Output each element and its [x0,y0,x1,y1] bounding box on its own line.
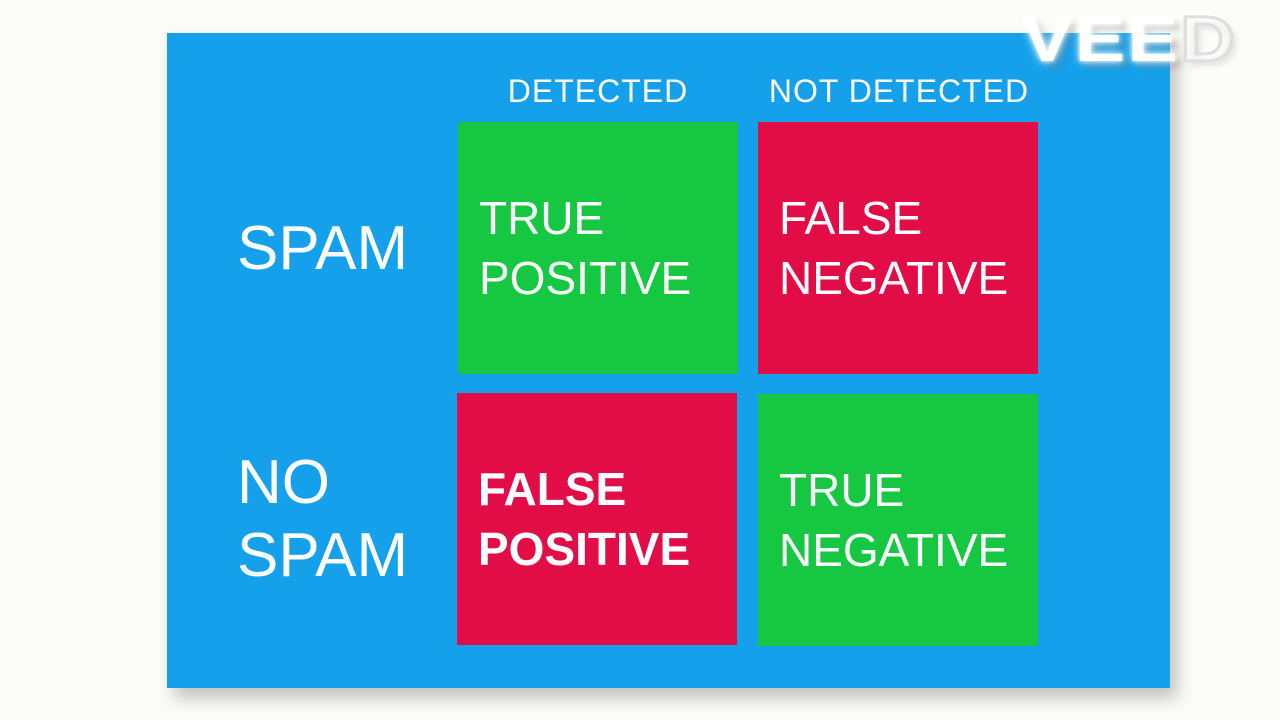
veed-logo-solid-letters: VEE [1022,3,1181,75]
cell-true-negative: TRUE NEGATIVE [758,394,1038,646]
cell-false-positive: FALSE POSITIVE [457,393,737,645]
column-header-detected: DETECTED [507,73,689,109]
column-header-not-detected: NOT DETECTED [768,73,1030,109]
confusion-matrix-panel: DETECTED NOT DETECTED SPAM NO SPAM TRUE … [167,33,1170,688]
row-label-no-spam: NO SPAM [237,448,409,590]
row-label-spam: SPAM [237,213,409,283]
cell-false-negative: FALSE NEGATIVE [758,122,1038,374]
cell-true-positive: TRUE POSITIVE [458,122,738,374]
veed-logo: VEED [1022,2,1238,77]
veed-logo-outline-letter: D [1178,2,1238,77]
